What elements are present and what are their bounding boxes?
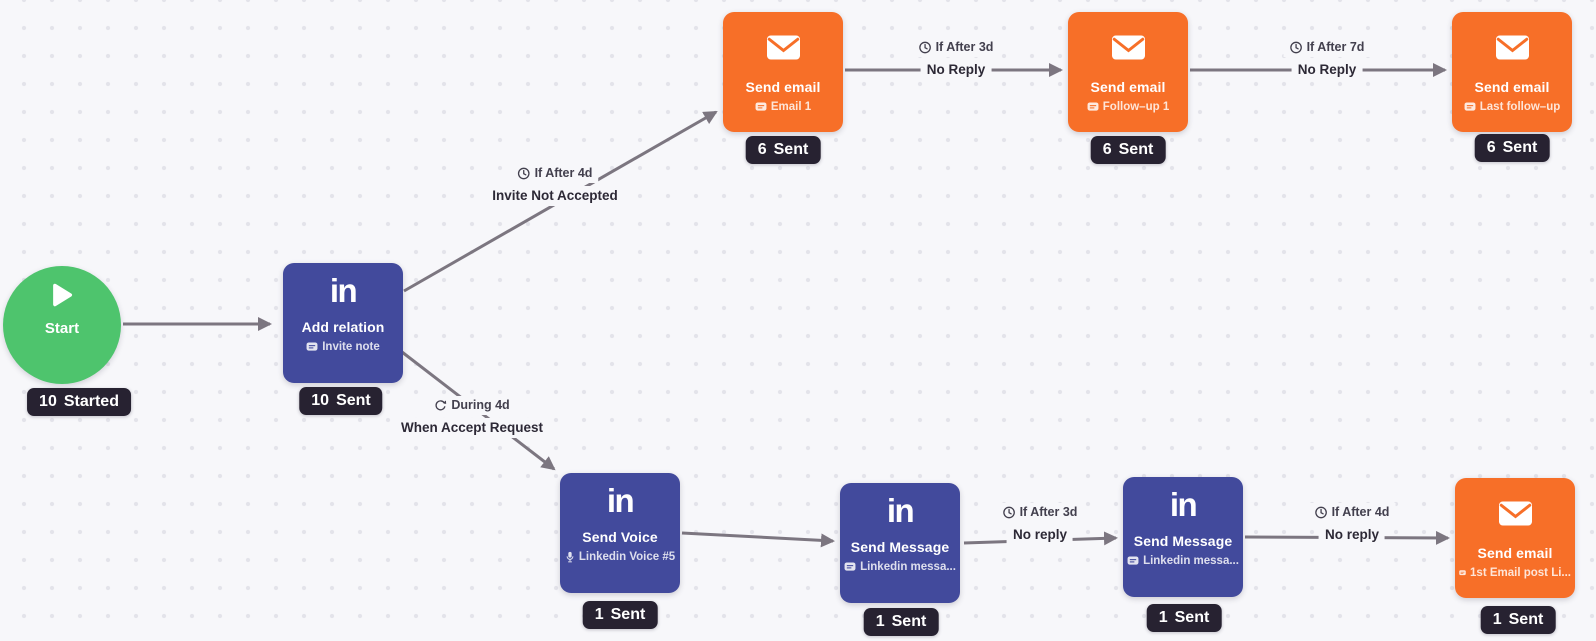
node-title: Send Message — [1133, 533, 1233, 549]
mail-icon — [1495, 35, 1529, 60]
node-title: Send Message — [850, 539, 950, 555]
node-add-relation[interactable]: in Add relation Invite note — [283, 263, 403, 383]
node-subtitle: Email 1 — [755, 101, 811, 113]
edge-label-invite-not-accepted: If After 4d Invite Not Accepted — [486, 164, 624, 206]
node-subtitle: Invite note — [306, 341, 380, 353]
node-send-message-1[interactable]: in Send Message Linkedin messa... — [840, 483, 960, 603]
node-send-voice[interactable]: in Send Voice Linkedin Voice #5 — [560, 473, 680, 593]
edge-label-no-reply-4: If After 4d No reply — [1308, 503, 1396, 545]
note-icon — [1464, 102, 1476, 111]
node-title: Send email — [745, 79, 821, 95]
node-subtitle: Follow–up 1 — [1087, 101, 1169, 113]
note-icon — [755, 102, 767, 111]
refresh-icon — [435, 400, 447, 411]
node-subtitle: Linkedin Voice #5 — [565, 551, 675, 563]
linkedin-icon: in — [606, 482, 635, 519]
node-send-email-4[interactable]: Send email 1st Email post Li... — [1455, 478, 1575, 598]
node-subtitle: 1st Email post Li... — [1459, 567, 1571, 579]
node-send-email-1[interactable]: Send email Email 1 — [723, 12, 843, 132]
note-icon — [306, 342, 318, 351]
start-node[interactable]: Start — [3, 266, 121, 384]
mail-icon — [1498, 501, 1532, 526]
node-subtitle: Linkedin messa... — [844, 561, 956, 573]
play-icon — [53, 283, 73, 307]
clock-icon — [1315, 506, 1327, 519]
note-icon — [1127, 556, 1139, 565]
linkedin-icon: in — [329, 272, 358, 309]
note-icon — [844, 562, 856, 571]
clock-icon — [1290, 41, 1302, 54]
mail-icon — [766, 35, 800, 60]
node-title: Add relation — [301, 319, 385, 335]
node-send-message-2[interactable]: in Send Message Linkedin messa... — [1123, 477, 1243, 597]
node-send-email-2[interactable]: Send email Follow–up 1 — [1068, 12, 1188, 132]
edge-label-no-reply-3: If After 3d No reply — [996, 503, 1084, 545]
node-title: Send email — [1477, 545, 1553, 561]
clock-icon — [518, 167, 530, 180]
node-send-email-3[interactable]: Send email Last follow–up — [1452, 12, 1572, 132]
linkedin-icon: in — [886, 492, 915, 529]
node-title: Send email — [1090, 79, 1166, 95]
edge-label-no-reply-1: If After 3d No Reply — [912, 38, 1000, 80]
clock-icon — [1003, 506, 1015, 519]
node-title: Send Voice — [582, 529, 658, 545]
note-icon — [1087, 102, 1099, 111]
mail-icon — [1111, 35, 1145, 60]
mic-icon — [566, 551, 574, 563]
edge-voice-to-message1 — [681, 531, 835, 548]
note-icon — [1459, 570, 1466, 576]
linkedin-icon: in — [1169, 486, 1198, 523]
start-label: Start — [44, 320, 80, 337]
node-subtitle: Linkedin messa... — [1127, 555, 1239, 567]
node-subtitle: Last follow–up — [1464, 101, 1560, 113]
node-title: Send email — [1474, 79, 1550, 95]
clock-icon — [919, 41, 931, 54]
edge-label-no-reply-2: If After 7d No Reply — [1283, 38, 1371, 80]
edge-label-when-accept-request: During 4d When Accept Request — [394, 396, 550, 438]
